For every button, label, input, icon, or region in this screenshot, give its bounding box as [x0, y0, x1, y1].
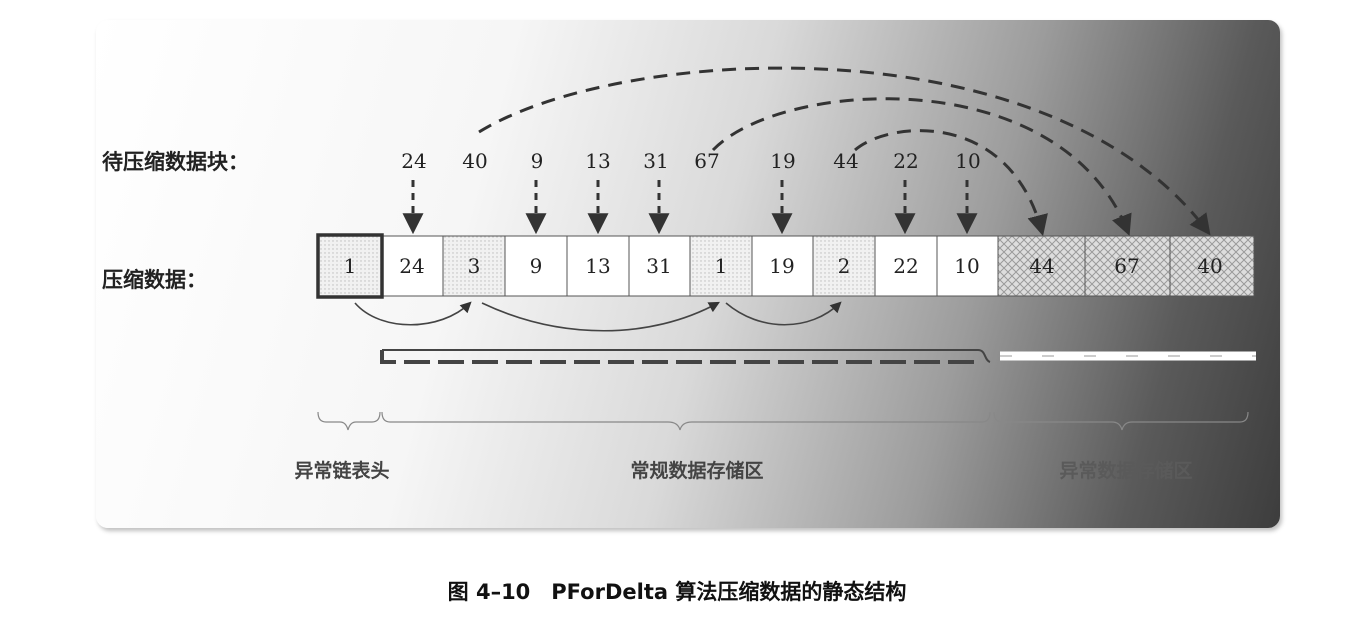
input-value: 44: [833, 149, 858, 173]
exception-arrows: [478, 66, 1211, 237]
brace-regular-area: [381, 411, 991, 431]
input-value: 10: [955, 149, 980, 173]
cell-value: 22: [893, 254, 918, 278]
chain-arc: [354, 301, 472, 326]
input-value: 13: [585, 149, 610, 173]
cell-value: 10: [954, 254, 979, 278]
input-value: 24: [401, 149, 426, 173]
cell-value: 44: [1029, 254, 1054, 278]
exception-arrow-44: [854, 129, 1048, 237]
input-value: 19: [770, 149, 795, 173]
cell-value: 24: [399, 254, 424, 278]
cell-value: 13: [585, 254, 610, 278]
exception-area-bg: [998, 236, 1254, 296]
bar-break: [977, 349, 991, 363]
exception-chain: [354, 301, 842, 332]
input-value: 67: [694, 149, 719, 173]
compressed-row: 1 24 3 9 13 31 1 19 2 22 10 44 67 40: [316, 233, 1255, 299]
chain-arc: [725, 301, 842, 326]
regular-area-bar: [380, 350, 978, 364]
exception-area-label: 异常数据存储区: [1059, 459, 1192, 482]
figure-caption: 图 4–10 PForDelta 算法压缩数据的静态结构: [447, 580, 907, 604]
cell-value: 1: [344, 254, 357, 278]
region-bars: [380, 349, 1256, 364]
brace-exception-head: [317, 411, 381, 431]
exception-link-cell-bg: [813, 236, 875, 296]
input-value: 22: [893, 149, 918, 173]
cell-value: 1: [715, 254, 728, 278]
cell-value: 67: [1114, 254, 1139, 278]
input-block-label: 待压缩数据块：: [102, 150, 249, 174]
exception-link-cell-bg: [443, 236, 505, 296]
cell-value: 40: [1197, 254, 1222, 278]
mapping-arrows: [402, 180, 978, 235]
input-value: 9: [531, 149, 544, 173]
cell-value: 3: [468, 254, 481, 278]
cell-value: 31: [646, 254, 671, 278]
exception-header-cell: [316, 233, 384, 299]
cell-dividers: [442, 236, 1171, 296]
exception-link-cell-bg: [690, 236, 752, 296]
chain-arc: [481, 301, 720, 332]
exception-arrow-40: [478, 66, 1211, 236]
cell-value: 9: [530, 254, 543, 278]
braces: [317, 411, 1249, 431]
cell-value: 2: [838, 254, 851, 278]
input-value: 40: [462, 149, 487, 173]
input-values: 24 40 9 13 31 67 19 44 22 10: [401, 149, 980, 173]
compressed-data-label: 压缩数据：: [102, 268, 207, 292]
regular-area-label: 常规数据存储区: [630, 459, 763, 482]
input-value: 31: [643, 149, 668, 173]
exception-arrow-67: [711, 97, 1132, 236]
cell-value: 19: [769, 254, 794, 278]
brace-exception-area: [993, 411, 1249, 431]
exception-head-label: 异常链表头: [294, 459, 389, 482]
